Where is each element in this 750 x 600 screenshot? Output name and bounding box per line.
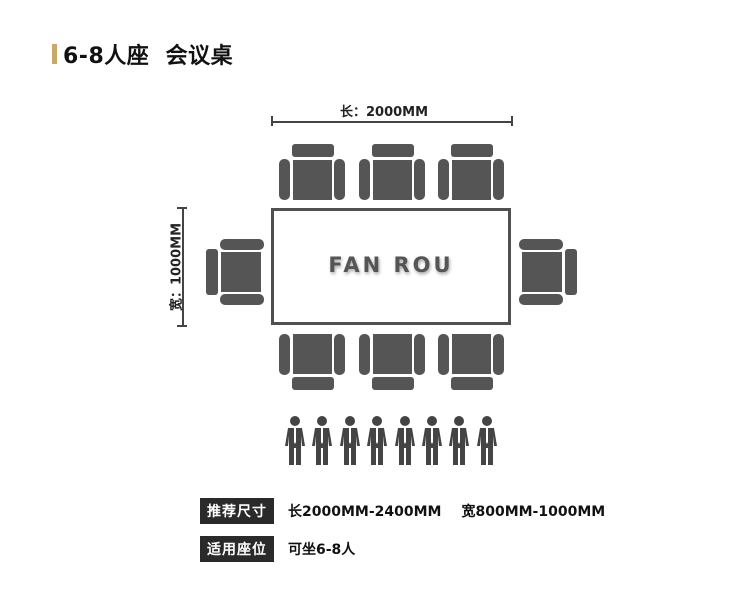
length-dimension-tick-start (271, 116, 273, 126)
businessman-icon (339, 416, 360, 466)
width-dimension-tick-start (177, 207, 187, 209)
width-dimension-line (182, 208, 184, 326)
armchair-icon (359, 334, 425, 390)
length-dimension-line (272, 121, 512, 123)
length-dimension-tick-end (511, 116, 513, 126)
width-dimension-label: 宽：1000MM (169, 222, 185, 312)
width-dimension-tick-end (177, 325, 187, 327)
armchair-icon (279, 334, 345, 390)
length-dimension-label: 长：2000MM (340, 105, 429, 120)
people-row (285, 416, 497, 466)
armchair-icon (359, 144, 425, 200)
businessman-icon (421, 416, 442, 466)
businessman-icon (476, 416, 497, 466)
table-brand-text: FAN ROU (328, 253, 454, 277)
title-accent-bar (52, 44, 57, 64)
chair-top-3 (437, 144, 505, 200)
businessman-icon (449, 416, 470, 466)
chair-right (519, 239, 577, 305)
chair-bottom-2 (358, 334, 426, 390)
spec-width-range: 宽800MM-1000MM (461, 504, 606, 520)
page-title: 6-8人座 会议桌 (63, 44, 234, 69)
spec-length-range: 长2000MM-2400MM (288, 504, 442, 520)
armchair-icon (519, 239, 577, 305)
chair-bottom-3 (437, 334, 505, 390)
chair-bottom-1 (278, 334, 346, 390)
businessman-icon (367, 416, 388, 466)
armchair-icon (438, 144, 504, 200)
spec-row-seats: 适用座位 可坐6-8人 (200, 536, 355, 562)
spec-tag-recommended-size: 推荐尺寸 (200, 498, 274, 524)
armchair-icon (438, 334, 504, 390)
spec-tag-seating: 适用座位 (200, 536, 274, 562)
armchair-icon (279, 144, 345, 200)
spec-row-size: 推荐尺寸 长2000MM-2400MM 宽800MM-1000MM (200, 498, 605, 524)
chair-left (206, 239, 264, 305)
chair-top-2 (358, 144, 426, 200)
conference-table (271, 208, 511, 325)
chair-top-1 (278, 144, 346, 200)
businessman-icon (312, 416, 333, 466)
armchair-icon (206, 239, 264, 305)
businessman-icon (285, 416, 305, 466)
businessman-icon (394, 416, 415, 466)
spec-seat-count: 可坐6-8人 (288, 542, 356, 558)
